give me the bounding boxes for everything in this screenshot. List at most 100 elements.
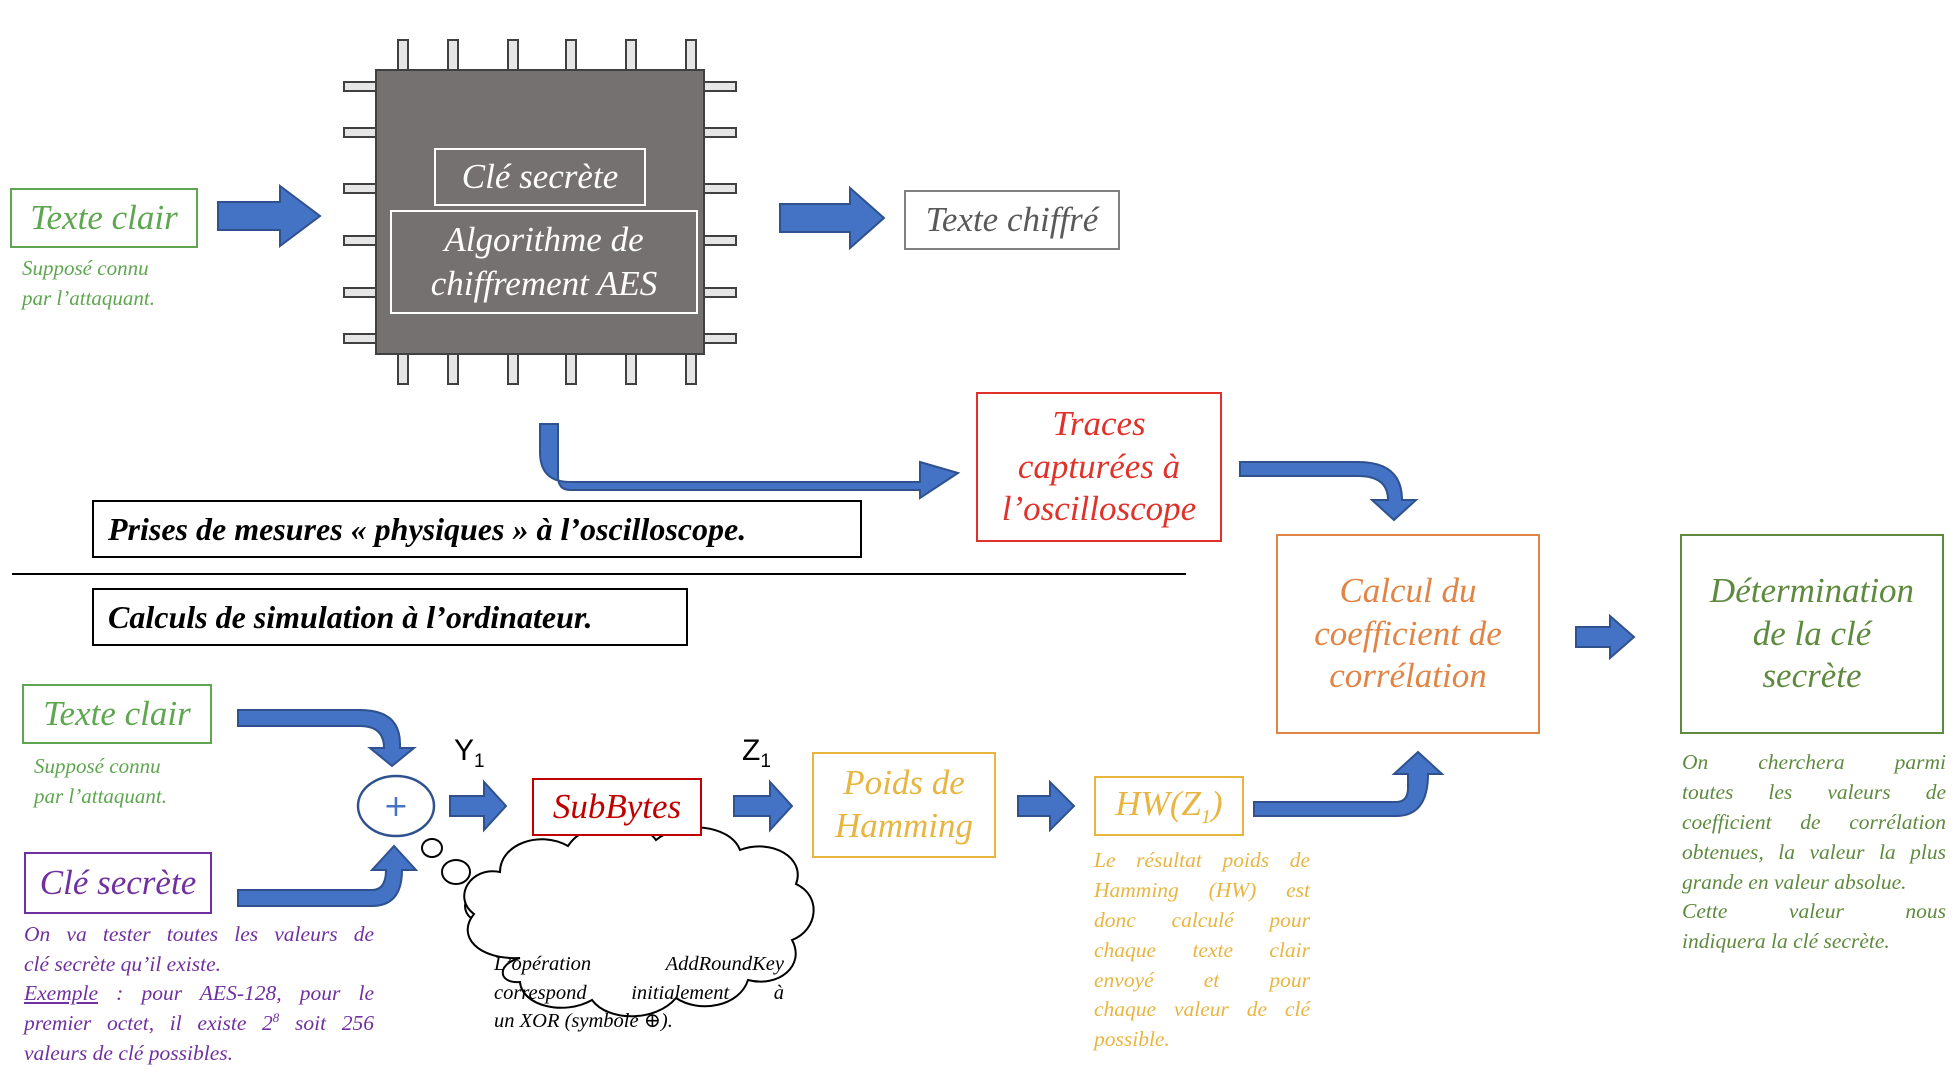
hamming-line2: Hamming [834, 806, 974, 845]
plaintext-label-bottom: Texte clair [43, 693, 191, 733]
key-note-line4-post: soit 256 [279, 1011, 374, 1036]
plaintext-label-top: Texte clair [30, 197, 178, 237]
hw-note-line1: Le résultat poids de [1094, 848, 1310, 872]
traces-box: Traces capturées à l’oscilloscope [976, 392, 1222, 542]
hw-box: HW(Z1) [1094, 776, 1244, 836]
traces-line2: capturées à [1017, 446, 1181, 486]
correlation-line3: corrélation [1329, 656, 1487, 696]
subbytes-label: SubBytes [552, 786, 682, 826]
xor-symbol: + [358, 782, 434, 830]
y1-label-sub: 1 [474, 751, 485, 772]
key-note-example: Exemple [24, 981, 99, 1006]
determination-note-line4: obtenues, la valeur la plus [1682, 839, 1946, 864]
plaintext-note-bottom-line2: par l’attaquant. [34, 783, 168, 808]
arrows [217, 184, 1636, 907]
chip-key-box: Clé secrète [434, 148, 646, 206]
physical-measurement-label: Prises de mesures « physiques » à l’osci… [92, 500, 862, 558]
hw-label-sub: 1 [1200, 805, 1211, 828]
key-note-line3: Exemple : pour AES-128, pour le [24, 979, 374, 1009]
traces-line3: l’oscilloscope [1001, 489, 1197, 529]
key-note-line2: clé secrète qu’il existe. [24, 951, 221, 976]
simulation-label: Calculs de simulation à l’ordinateur. [92, 588, 688, 646]
hw-note-line2: Hamming (HW) est [1094, 877, 1310, 902]
hw-label: HW(Z1) [1115, 783, 1222, 829]
hw-note: Le résultat poids de Hamming (HW) est do… [1094, 846, 1310, 1055]
chip-body [375, 69, 705, 355]
plaintext-note-bottom: Supposé connu par l’attaquant. [34, 752, 234, 812]
key-note-line5: valeurs de clé possibles. [24, 1040, 233, 1065]
key-note-line4-pre: premier octet, il existe 2 [24, 1011, 273, 1036]
determination-line3: secrète [1762, 656, 1862, 696]
arrow-subbytes-to-hamming [733, 779, 794, 833]
plaintext-box-bottom: Texte clair [22, 684, 212, 744]
determination-line1: Détermination [1709, 570, 1915, 610]
determination-note: On cherchera parmi toutes les valeurs de… [1682, 748, 1946, 957]
hamming-box: Poids de Hamming [812, 752, 996, 858]
hw-note-line7: possible. [1094, 1027, 1170, 1052]
plaintext-note-bottom-line1: Supposé connu [34, 754, 161, 778]
plaintext-note-top-line1: Supposé connu [22, 256, 149, 280]
hamming-line1: Poids de [843, 763, 965, 803]
determination-line2: de la clé [1752, 613, 1872, 653]
determination-note-line7: indiquera la clé secrète. [1682, 929, 1890, 954]
arrow-hamming-to-hw [1017, 779, 1076, 833]
arrow-plaintext-to-chip [217, 184, 322, 248]
y1-label-main: Y [454, 734, 475, 767]
z1-label-main: Z [742, 734, 761, 767]
key-label-bottom: Clé secrète [39, 862, 197, 902]
key-note-line4: premier octet, il existe 28 soit 256 [24, 1009, 374, 1039]
subbytes-box: SubBytes [532, 778, 702, 836]
cloud-text-line1: L’opération AddRoundKey [494, 953, 784, 975]
xor-circle [356, 774, 436, 838]
cloud-shape [463, 823, 815, 1018]
arrow-xor-to-subbytes [449, 779, 508, 833]
plaintext-box-top: Texte clair [10, 188, 198, 248]
chip-algorithm-line1: Algorithme de [444, 220, 644, 260]
determination-note-line2: toutes les valeurs de [1682, 779, 1946, 804]
correlation-line1: Calcul du [1339, 570, 1477, 610]
arrow-chip-to-traces [539, 423, 961, 500]
correlation-line2: coefficient de [1314, 613, 1502, 653]
physical-measurement-text: Prises de mesures « physiques » à l’osci… [108, 510, 747, 547]
determination-note-line6: Cette valeur nous [1682, 899, 1946, 924]
traces-line1: Traces [1052, 403, 1146, 443]
key-note-line1: On va tester toutes les valeurs de [24, 922, 374, 946]
hw-label-post: ) [1210, 783, 1223, 823]
hw-label-pre: HW(Z [1115, 783, 1201, 823]
determination-note-line3: coefficient de corrélation [1682, 809, 1946, 834]
cloud-text-line3: un XOR (symbole ⊕). [494, 1010, 673, 1033]
xor-symbol-text: + [383, 788, 409, 824]
ciphertext-box: Texte chiffré [904, 190, 1120, 250]
arrow-plaintext-to-xor [237, 709, 417, 768]
determination-note-line5: grande en valeur absolue. [1682, 869, 1907, 894]
determination-box: Détermination de la clé secrète [1680, 534, 1944, 734]
arrow-traces-to-correlation [1239, 461, 1419, 522]
chip-key-label: Clé secrète [461, 157, 619, 197]
plaintext-note-top-line2: par l’attaquant. [22, 285, 156, 310]
simulation-text: Calculs de simulation à l’ordinateur. [108, 598, 593, 635]
hw-note-line3: donc calculé pour [1094, 907, 1310, 932]
determination-note-line1: On cherchera parmi [1682, 750, 1946, 774]
arrow-hw-to-correlation [1253, 750, 1445, 817]
key-note-line4-sup: 8 [272, 1009, 280, 1025]
hw-note-line5: envoyé et pour [1094, 967, 1310, 992]
y1-label: Y1 [454, 734, 485, 773]
plaintext-note-top: Supposé connu par l’attaquant. [22, 254, 222, 314]
key-note-line3-rest: : pour AES-128, pour le [98, 981, 374, 1006]
arrow-correlation-to-determination [1575, 613, 1636, 661]
arrow-chip-to-ciphertext [779, 185, 886, 251]
cloud-text: L’opération AddRoundKey correspond initi… [494, 950, 784, 1036]
hw-note-line4: chaque texte clair [1094, 937, 1310, 962]
key-box-bottom: Clé secrète [24, 852, 212, 914]
chip-algorithm-line2: chiffrement AES [430, 264, 658, 303]
z1-label: Z1 [742, 734, 771, 773]
z1-label-sub: 1 [760, 751, 771, 772]
cloud-text-line2: correspond initialement à [494, 981, 784, 1004]
key-note-bottom: On va tester toutes les valeurs de clé s… [24, 920, 374, 1068]
arrow-key-to-xor [237, 844, 419, 907]
hw-note-line6: chaque valeur de clé [1094, 997, 1310, 1022]
ciphertext-label: Texte chiffré [925, 199, 1099, 239]
chip-algorithm-box: Algorithme de chiffrement AES [390, 210, 698, 314]
correlation-box: Calcul du coefficient de corrélation [1276, 534, 1540, 734]
